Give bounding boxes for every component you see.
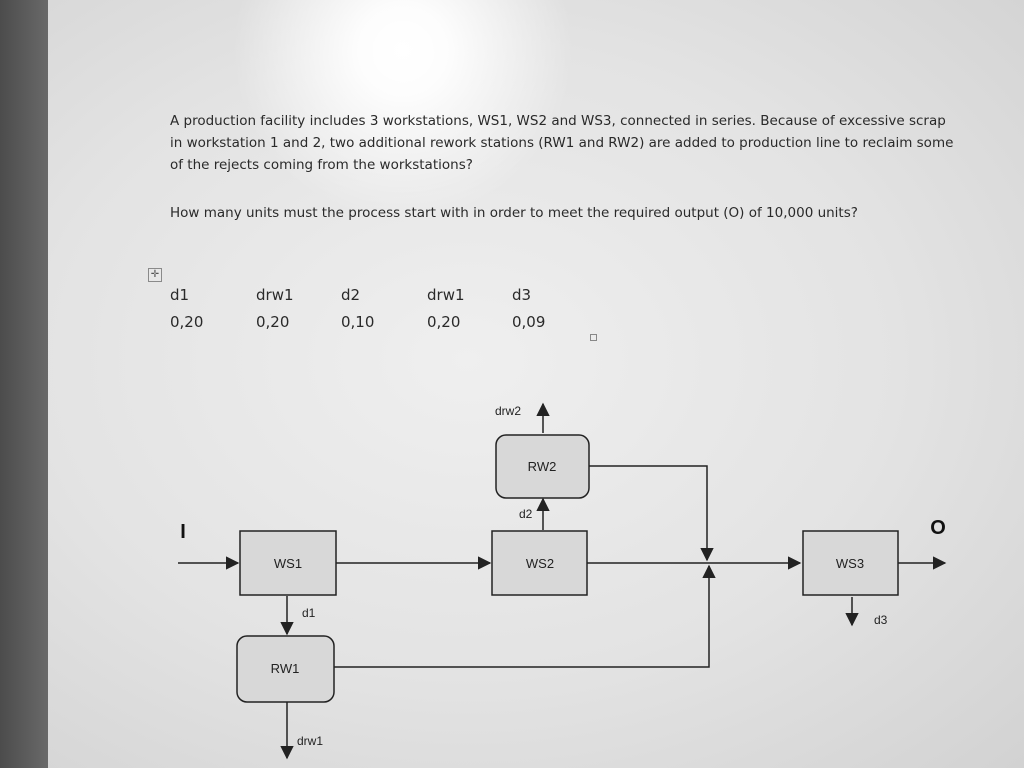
input-label: I <box>180 521 186 543</box>
ws1-label: WS1 <box>274 556 302 571</box>
table-resize-handle-icon[interactable] <box>590 334 597 341</box>
rw1-return-arrow <box>334 564 716 668</box>
ws2-box <box>491 530 588 596</box>
param-name-d3: d3 <box>512 286 532 304</box>
table-move-handle-icon[interactable]: ✛ <box>148 268 162 282</box>
d1-label: d1 <box>302 606 316 620</box>
param-value-d1: 0,20 <box>170 313 204 331</box>
ws3-box <box>802 530 899 596</box>
rw2-label: RW2 <box>528 459 557 474</box>
param-value-drw2: 0,20 <box>427 313 461 331</box>
param-value-d3: 0,09 <box>512 313 546 331</box>
drw2-label: drw2 <box>495 404 521 418</box>
ws3-label: WS3 <box>836 556 864 571</box>
rw2-box <box>495 434 590 499</box>
screen-area <box>48 0 1024 768</box>
ws1-box <box>239 530 337 596</box>
rw2-return-arrow <box>589 465 714 562</box>
param-name-d2: d2 <box>341 286 361 304</box>
d2-label: d2 <box>519 507 533 521</box>
param-name-d1: d1 <box>170 286 190 304</box>
rw1-label: RW1 <box>271 661 300 676</box>
d3-label: d3 <box>874 613 888 627</box>
param-value-d2: 0,10 <box>341 313 375 331</box>
problem-statement: A production facility includes 3 worksta… <box>170 113 954 173</box>
ws2-label: WS2 <box>526 556 554 571</box>
rw1-box <box>236 635 335 703</box>
problem-question: How many units must the process start wi… <box>170 205 858 221</box>
drw1-label: drw1 <box>297 734 323 748</box>
param-value-drw1: 0,20 <box>256 313 290 331</box>
param-name-drw1: drw1 <box>256 286 294 304</box>
output-label: O <box>930 517 946 539</box>
param-name-drw2: drw1 <box>427 286 465 304</box>
